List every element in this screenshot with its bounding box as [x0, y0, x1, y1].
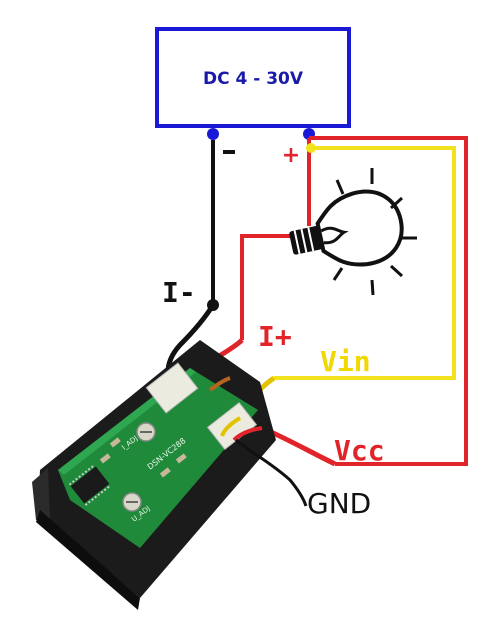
power-supply: DC 4 - 30V — [155, 27, 351, 128]
smd-part — [175, 453, 187, 464]
junction-vin — [306, 143, 316, 153]
pcb-board — [58, 368, 258, 548]
minus-sign — [223, 150, 235, 154]
light-bulb-icon — [289, 168, 417, 296]
junction-i-minus — [207, 299, 219, 311]
meter-module: DSN-VC288 I_ADJ U_ADJ — [32, 340, 308, 610]
label-vin: Vin — [320, 345, 371, 378]
minus-terminal — [207, 128, 219, 140]
red-wire-vcc — [261, 136, 468, 467]
label-i-plus: I+ — [258, 320, 292, 353]
label-vcc: Vcc — [334, 434, 385, 467]
black-wire — [165, 140, 219, 373]
plus-sign: + — [282, 143, 300, 168]
connector-current — [145, 362, 199, 414]
label-gnd: GND — [307, 487, 371, 520]
smd-part — [99, 453, 111, 464]
chip — [70, 466, 110, 504]
smd-part — [109, 437, 121, 448]
smd-part — [159, 467, 171, 478]
label-i-minus: I- — [162, 276, 196, 309]
supply-label: DC 4 - 30V — [203, 69, 304, 89]
